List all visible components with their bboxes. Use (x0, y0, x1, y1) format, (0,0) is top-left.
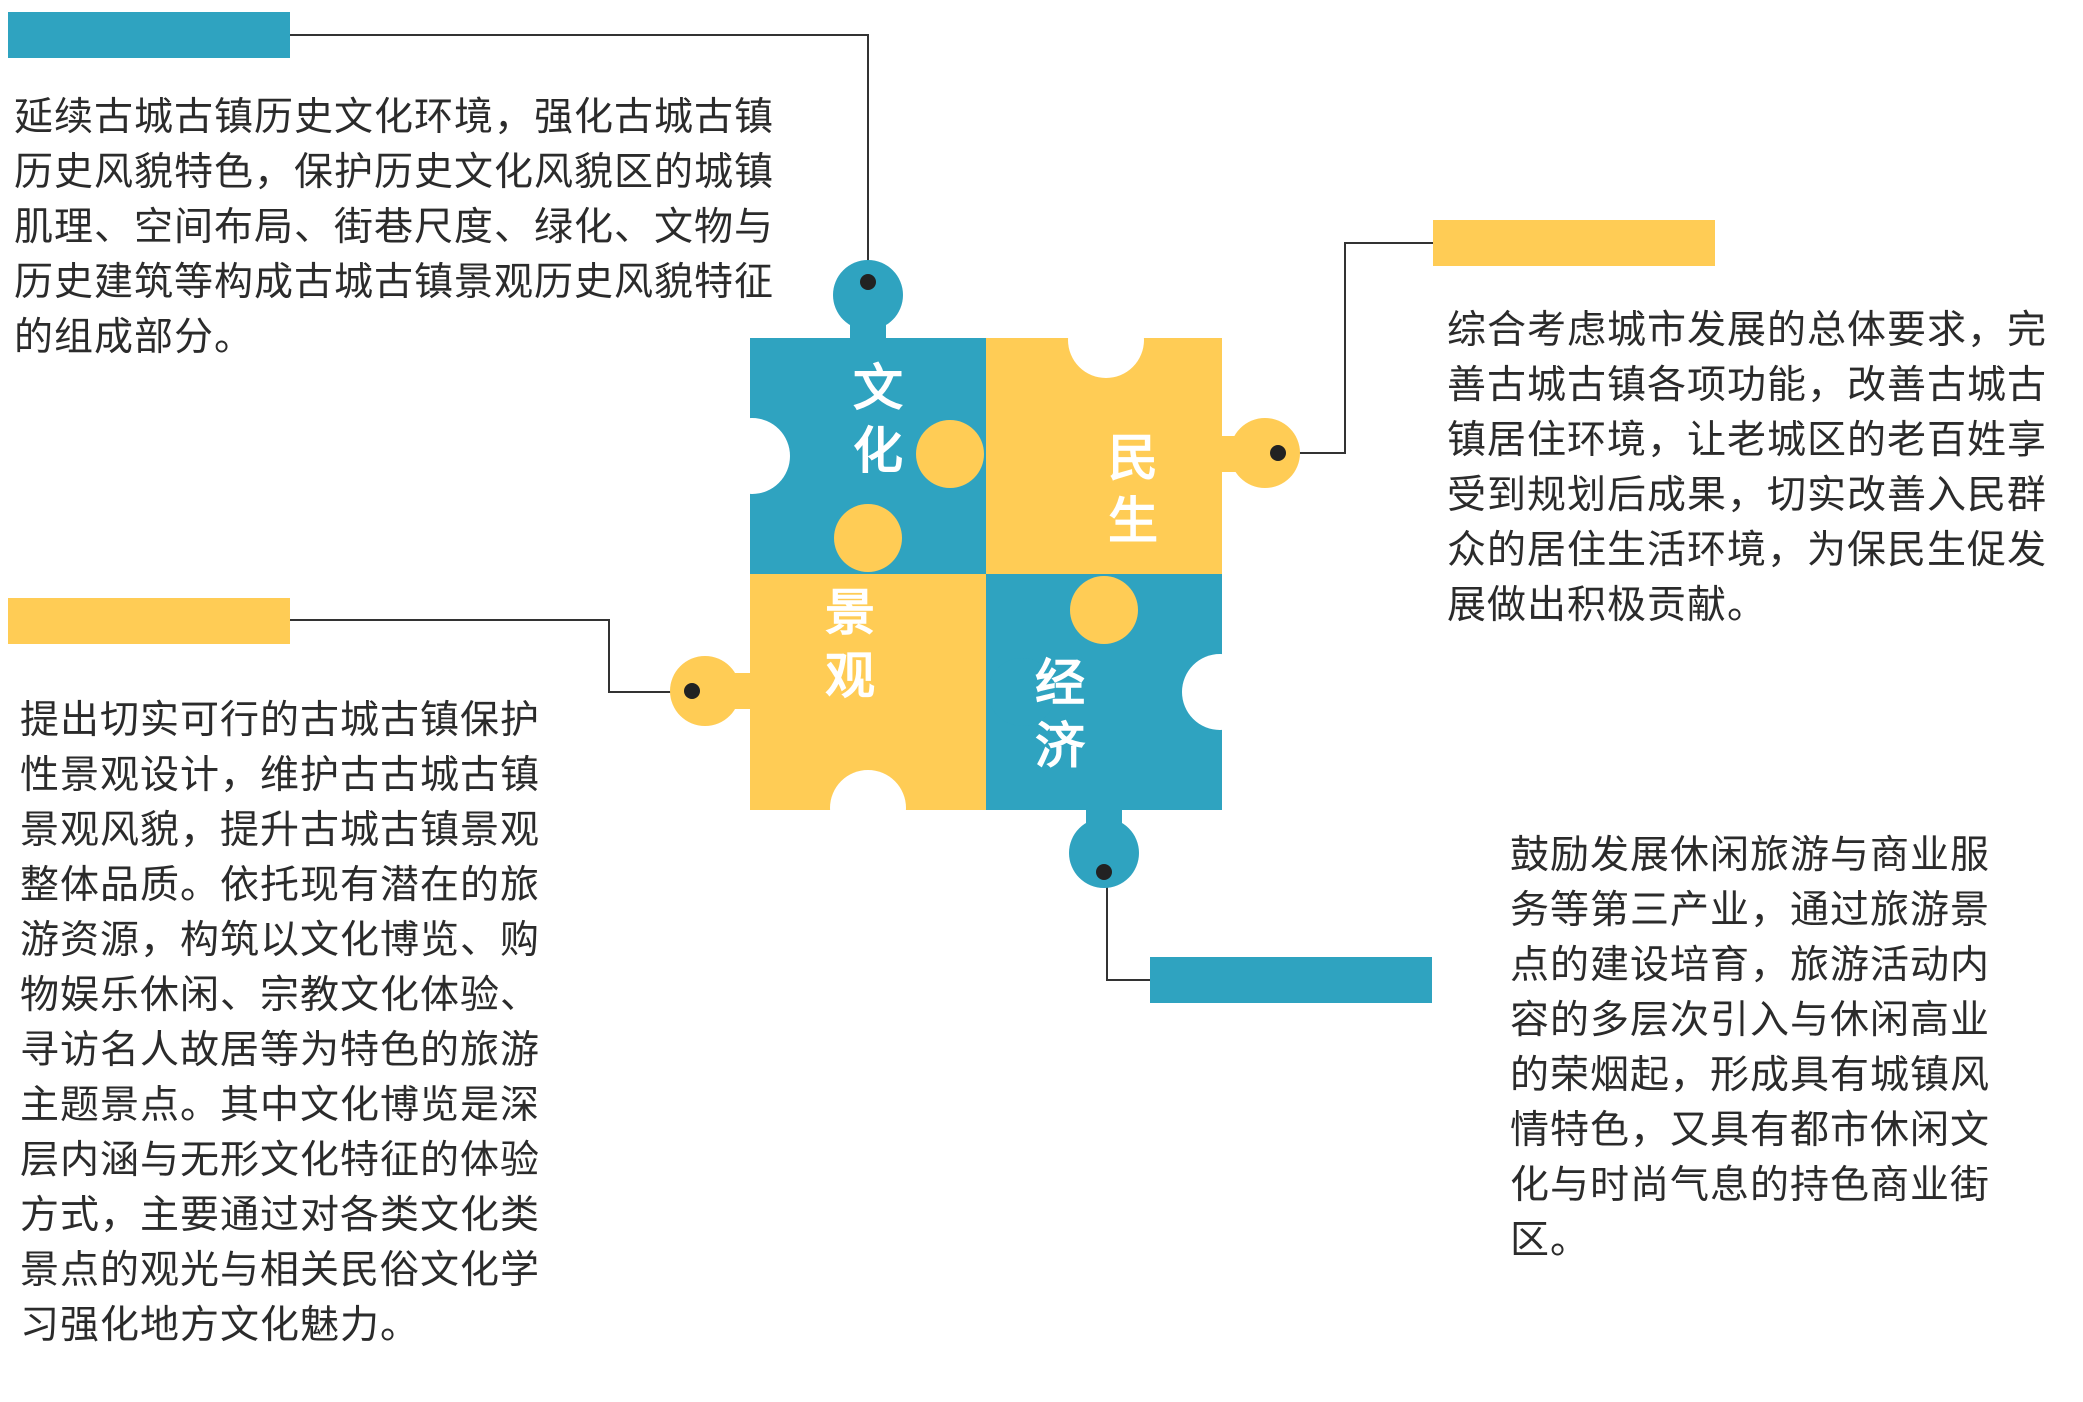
economy-label-1: 经 (1035, 654, 1085, 712)
culture-piece (714, 260, 986, 574)
landscape-dot (684, 683, 700, 699)
economy-connector (1106, 872, 1150, 981)
livelihood-dot (1270, 445, 1286, 461)
livelihood-label-2: 生 (1108, 492, 1158, 550)
culture-description: 延续古城古镇历史文化环境，强化古城古镇历史风貌特色，保护历史文化风貌区的城镇肌理… (14, 95, 775, 360)
economy-piece (986, 574, 1258, 888)
puzzle-graphic: 文 化 民 生 景 观 经 济 (670, 260, 1300, 888)
culture-connector (290, 34, 869, 282)
culture-label-1: 文 (853, 359, 903, 417)
landscape-label-1: 景 (825, 584, 875, 642)
landscape-label-2: 观 (825, 647, 875, 705)
landscape-piece (670, 504, 986, 846)
economy-label-2: 济 (1035, 717, 1086, 775)
culture-dot (860, 274, 876, 290)
economy-dot (1096, 864, 1112, 880)
livelihood-label-1: 民 (1108, 429, 1158, 487)
culture-label-2: 化 (853, 422, 903, 480)
livelihood-label-bar (1433, 220, 1715, 266)
livelihood-piece (916, 302, 1300, 574)
livelihood-connector (1283, 242, 1433, 454)
landscape-label-bar (8, 598, 290, 644)
economy-description: 鼓励发展休闲旅游与商业服务等第三产业，通过旅游景点的建设培育，旅游活动内容的多层… (1510, 833, 1991, 1263)
economy-label-bar (1150, 957, 1432, 1003)
livelihood-description: 综合考虑城市发展的总体要求，完善古城古镇各项功能，改善古城古镇居住环境，让老城区… (1447, 308, 2048, 628)
culture-label-bar (8, 12, 290, 58)
landscape-description: 提出切实可行的古城古镇保护性景观设计，维护古古城古镇景观风貌，提升古城古镇景观整… (20, 698, 541, 1348)
landscape-connector (290, 619, 692, 693)
